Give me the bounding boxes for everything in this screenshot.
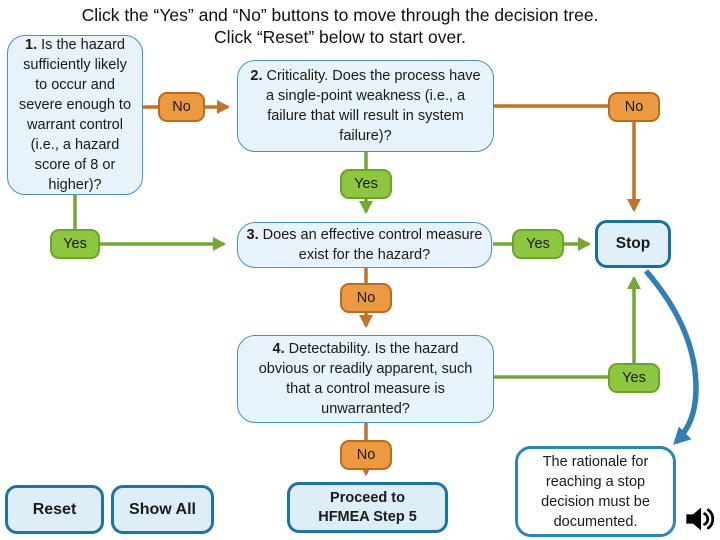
no-button-q1[interactable]: No [158,92,205,122]
stop-rationale-note: The rationale for reaching a stop decisi… [515,446,676,537]
yes-button-q3[interactable]: Yes [512,229,564,259]
question-4-text: Detectability. Is the hazard obvious or … [258,341,473,417]
no-button-q2[interactable]: No [608,92,660,122]
question-2-number: 2. [250,68,263,84]
reset-button[interactable]: Reset [5,485,104,534]
question-3-number: 3. [246,227,259,243]
instructions-line-2: Click “Reset” below to start over. [214,27,466,47]
stop-rationale-text: The rationale for reaching a stop decisi… [541,453,650,530]
stop-node: Stop [595,220,671,268]
question-box-2: 2. Criticality. Does the process have a … [237,60,494,152]
speaker-icon[interactable] [682,503,716,535]
instructions-line-1: Click the “Yes” and “No” buttons to move… [81,5,599,25]
question-box-4: 4. Detectability. Is the hazard obvious … [237,335,494,423]
question-box-3: 3. Does an effective control measure exi… [237,222,492,268]
no-button-q3[interactable]: No [340,283,392,313]
question-1-number: 1. [25,37,38,53]
question-4-number: 4. [272,341,285,357]
question-1-text: Is the hazard sufficiently likely to occ… [18,37,132,193]
arrow-stop-note [643,269,699,445]
question-box-1: 1. Is the hazard sufficiently likely to … [7,35,143,195]
show-all-button[interactable]: Show All [111,485,214,534]
yes-button-q4[interactable]: Yes [608,363,660,393]
proceed-step5-button[interactable]: Proceed to HFMEA Step 5 [287,482,448,533]
question-2-text: Criticality. Does the process have a sin… [265,68,481,144]
speaker-icon-glyph [686,507,715,531]
question-3-text: Does an effective control measure exist … [262,227,483,263]
instructions-text: Click the “Yes” and “No” buttons to move… [0,4,680,48]
no-button-q4[interactable]: No [340,440,392,470]
yes-button-q2[interactable]: Yes [340,169,392,199]
yes-button-q1[interactable]: Yes [50,229,100,259]
